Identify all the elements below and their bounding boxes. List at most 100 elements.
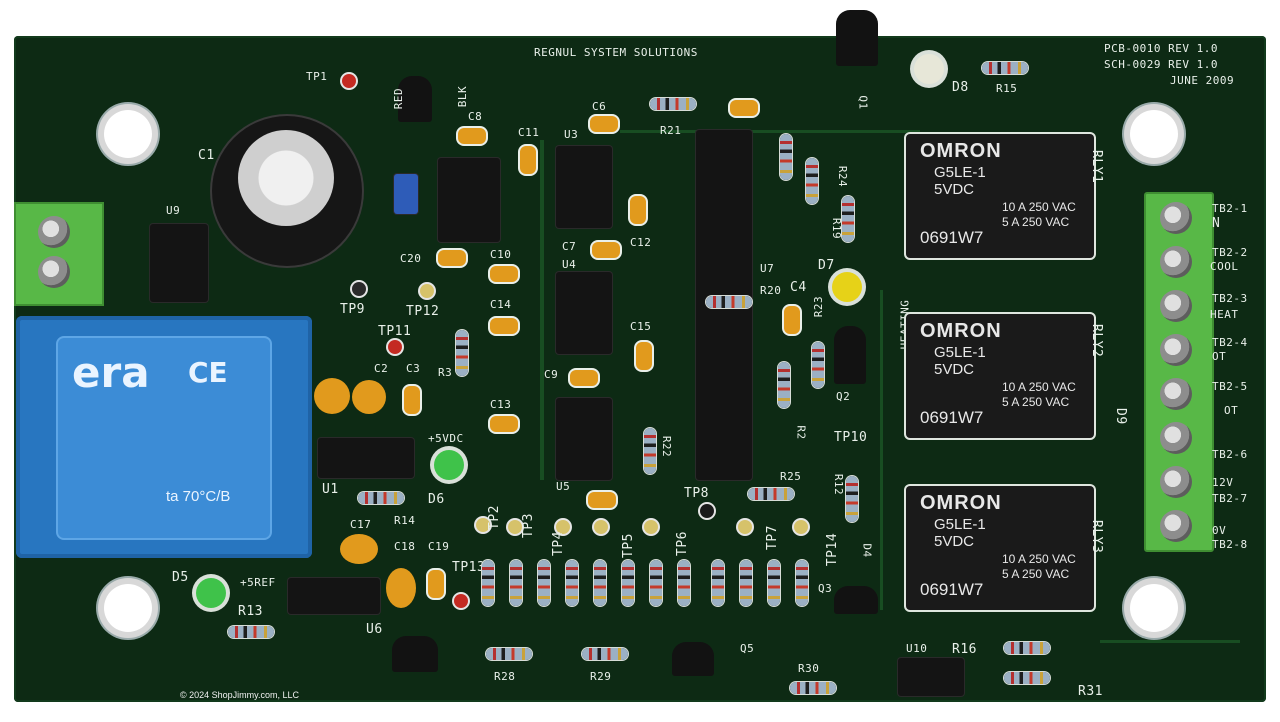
resistor — [812, 342, 824, 388]
u7-label: U7 — [760, 262, 775, 275]
capacitor — [636, 342, 652, 370]
c1-label: C1 — [198, 148, 215, 163]
pcb-revision: PCB-0010 REV 1.0 — [1104, 42, 1218, 55]
ic-chip — [556, 146, 612, 228]
resistor — [768, 560, 780, 606]
resistor — [582, 648, 628, 660]
resistor — [538, 560, 550, 606]
resistor — [1004, 642, 1050, 654]
relay-brand: OMRON — [920, 492, 1002, 514]
r12-label: R12 — [832, 473, 846, 496]
c6-label: C6 — [592, 100, 607, 113]
c20-label: C20 — [400, 252, 422, 265]
test-point — [794, 520, 808, 534]
r13-label: R13 — [238, 604, 263, 619]
resistor — [842, 196, 854, 242]
test-point — [454, 594, 468, 608]
c17-label: C17 — [350, 518, 372, 531]
resistor — [566, 560, 578, 606]
r30-label: R30 — [798, 662, 820, 675]
screw — [38, 216, 70, 248]
c14-label: C14 — [490, 298, 512, 311]
rly3-label: RLY3 — [1089, 520, 1104, 554]
test-point — [644, 520, 658, 534]
d6-label: D6 — [428, 492, 445, 507]
resistor — [510, 560, 522, 606]
potentiometer — [394, 174, 418, 214]
capacitor — [438, 250, 466, 266]
terminal-id: TB2-8 — [1212, 538, 1248, 551]
capacitor — [784, 306, 800, 334]
r15-label: R15 — [996, 82, 1018, 95]
photo-credit: © 2024 ShopJimmy.com, LLC — [180, 690, 300, 700]
tp8-label: TP8 — [684, 486, 709, 501]
resistor — [706, 296, 752, 308]
c15-label: C15 — [630, 320, 652, 333]
red-wire-label: RED — [392, 87, 406, 110]
vdc5-label: +5VDC — [428, 432, 464, 445]
mounting-hole — [1130, 584, 1178, 632]
r21-label: R21 — [660, 124, 682, 137]
resistor — [486, 648, 532, 660]
voltage-reference — [288, 578, 380, 614]
c4-label: C4 — [790, 280, 807, 295]
tp6-label: TP6 — [674, 531, 690, 556]
c19-label: C19 — [428, 540, 450, 553]
ceramic-capacitor — [352, 380, 386, 414]
relay-rating-2: 5 A 250 VAC — [1002, 567, 1070, 581]
relay-brand: OMRON — [920, 320, 1002, 342]
resistor — [846, 476, 858, 522]
terminal-id: TB2-5 — [1212, 380, 1248, 393]
resistor — [456, 330, 468, 376]
relay-rating-1: 10 A 250 VAC — [1002, 380, 1076, 394]
d5-label: D5 — [172, 570, 189, 585]
c18-label: C18 — [394, 540, 416, 553]
tp12-label: TP12 — [406, 304, 440, 319]
resistor — [650, 98, 696, 110]
terminal-id: TB2-4 — [1212, 336, 1248, 349]
transistor — [672, 642, 714, 676]
c11-label: C11 — [518, 126, 540, 139]
r28-label: R28 — [494, 670, 516, 683]
terminal-function: 0V — [1212, 524, 1227, 537]
u5-label: U5 — [556, 480, 571, 493]
capacitor — [520, 146, 536, 174]
relay-voltage: 5VDC — [934, 361, 975, 378]
screw — [38, 256, 70, 288]
tp14-label: TP14 — [825, 532, 841, 567]
screw — [1160, 202, 1192, 234]
transformer: era CE ta 70°C/B — [16, 316, 312, 558]
relay-model-text: G5LE-1 — [934, 516, 986, 533]
resistor — [712, 560, 724, 606]
resistor — [790, 682, 836, 694]
d8-label: D8 — [952, 80, 969, 95]
tp9-label: TP9 — [340, 302, 365, 317]
capacitor — [630, 196, 646, 224]
relay-rating-1: 10 A 250 VAC — [1002, 552, 1076, 566]
relay-code: 0691W7 — [920, 580, 984, 599]
tp13-label: TP13 — [452, 560, 486, 575]
c9-label: C9 — [544, 368, 559, 381]
r25-label: R25 — [780, 470, 802, 483]
mounting-hole — [104, 110, 152, 158]
d9-label: D9 — [1113, 408, 1128, 425]
tp4-label: TP4 — [550, 531, 566, 556]
r23-label: R23 — [812, 295, 826, 318]
resistor — [982, 62, 1028, 74]
rly1-label: RLY1 — [1089, 150, 1104, 184]
test-point — [556, 520, 570, 534]
rly2-label: RLY2 — [1089, 324, 1104, 358]
resistor — [778, 362, 790, 408]
tp10-label: TP10 — [834, 430, 868, 445]
voltage-regulator — [318, 438, 414, 478]
heating-led — [832, 272, 862, 302]
r24-label: R24 — [836, 165, 850, 188]
capacitor — [490, 266, 518, 282]
capacitor — [490, 318, 518, 334]
electrolytic-capacitor — [212, 116, 362, 266]
terminal-function: 12V — [1212, 476, 1234, 489]
